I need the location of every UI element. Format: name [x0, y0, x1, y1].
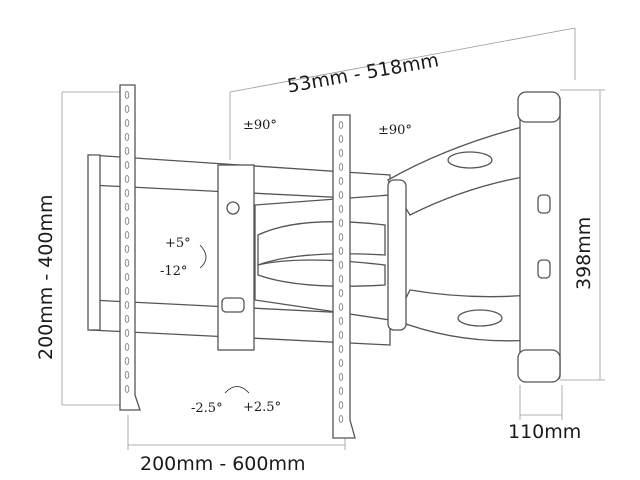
- mounting-hole: [338, 261, 344, 269]
- mounting-hole: [124, 343, 130, 351]
- mounting-hole: [338, 135, 344, 143]
- mounting-hole: [124, 119, 130, 127]
- mounting-hole: [338, 331, 344, 339]
- wall-plate-depth-label: 110mm: [508, 421, 581, 443]
- mounting-hole: [338, 303, 344, 311]
- mounting-hole: [124, 371, 130, 379]
- arm-extension-label: 53mm - 518mm: [286, 49, 441, 97]
- mounting-hole: [124, 231, 130, 239]
- mounting-hole: [124, 245, 130, 253]
- mounting-hole: [124, 91, 130, 99]
- level-minus-label: -2.5°: [191, 401, 223, 416]
- mounting-hole: [338, 177, 344, 185]
- wall-plate-height-label: 398mm: [573, 217, 595, 290]
- mounting-hole: [124, 301, 130, 309]
- mounting-hole: [124, 147, 130, 155]
- swivel-right-label: ±90°: [378, 123, 412, 138]
- tilt-bracket: [217, 164, 391, 351]
- mounting-hole: [124, 217, 130, 225]
- mounting-hole: [338, 233, 344, 241]
- mounting-hole: [338, 415, 344, 423]
- tilt-arc-icon: [199, 244, 207, 269]
- mounting-hole: [124, 105, 130, 113]
- mounting-hole: [338, 205, 344, 213]
- mounting-hole: [124, 329, 130, 337]
- dimension-lines: [61, 27, 605, 450]
- articulating-arm: [387, 124, 536, 342]
- mounting-hole: [338, 401, 344, 409]
- mounting-hole: [338, 317, 344, 325]
- level-arc-icon: [224, 386, 250, 394]
- mounting-hole: [338, 191, 344, 199]
- mounting-hole: [338, 219, 344, 227]
- vesa-horizontal-label: 200mm - 600mm: [140, 453, 306, 475]
- mounting-hole: [338, 345, 344, 353]
- mounting-hole: [338, 289, 344, 297]
- mounting-hole: [338, 275, 344, 283]
- mounting-hole: [338, 373, 344, 381]
- mounting-hole: [124, 357, 130, 365]
- mounting-hole: [124, 273, 130, 281]
- mounting-hole: [338, 247, 344, 255]
- tilt-down-label: -12°: [160, 264, 187, 279]
- mounting-hole: [124, 189, 130, 197]
- mounting-hole: [338, 359, 344, 367]
- level-plus-label: +2.5°: [243, 400, 281, 415]
- mounting-hole: [338, 149, 344, 157]
- mounting-hole: [124, 385, 130, 393]
- mounting-hole: [124, 175, 130, 183]
- mounting-hole: [124, 259, 130, 267]
- wall-plate: [517, 91, 561, 383]
- mounting-hole: [338, 163, 344, 171]
- mounting-hole: [124, 315, 130, 323]
- mounting-hole: [124, 161, 130, 169]
- mounting-hole: [124, 203, 130, 211]
- mounting-hole: [338, 387, 344, 395]
- mounting-hole: [124, 133, 130, 141]
- swivel-left-label: ±90°: [243, 118, 277, 133]
- vesa-vertical-label: 200mm - 400mm: [35, 195, 57, 361]
- tilt-up-label: +5°: [165, 236, 191, 251]
- mounting-hole: [124, 287, 130, 295]
- vesa-strips: [119, 84, 356, 439]
- mounting-hole: [338, 121, 344, 129]
